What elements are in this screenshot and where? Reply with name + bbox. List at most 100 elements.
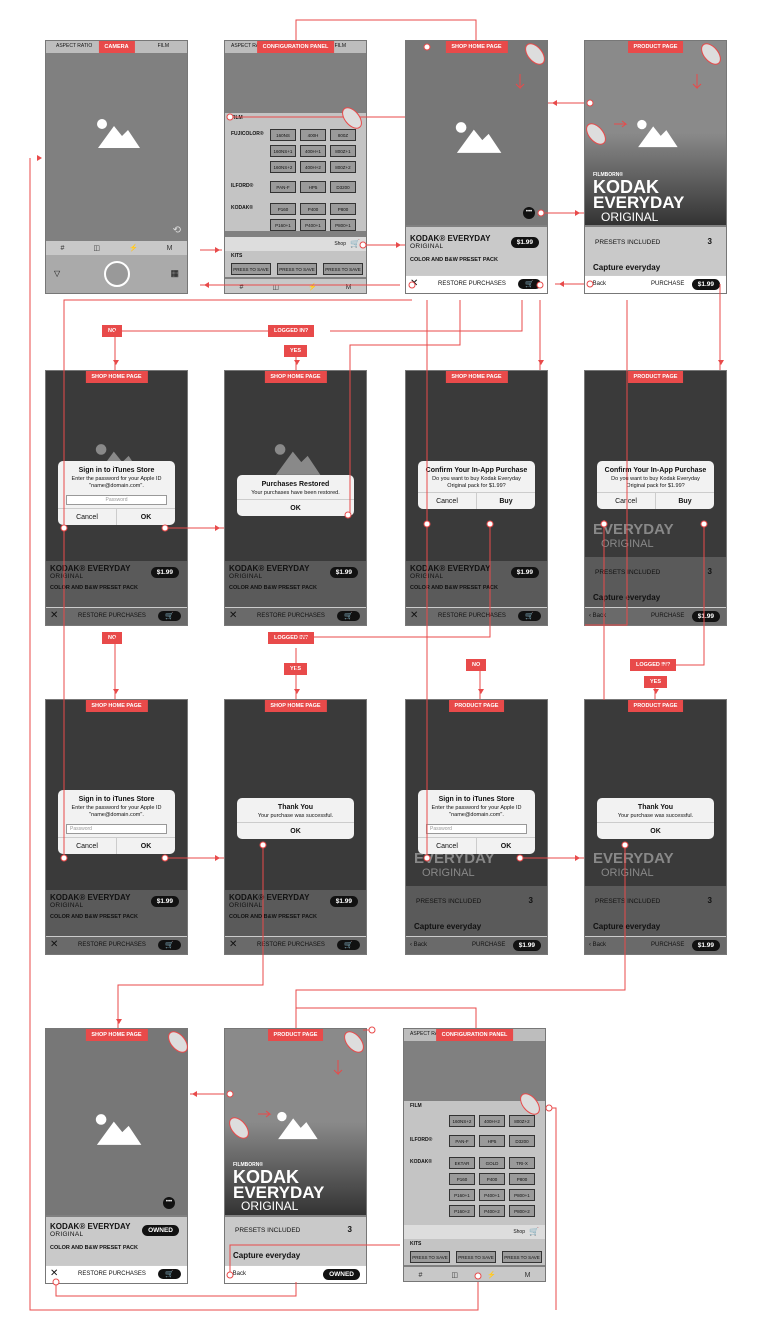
- cart-icon[interactable]: 🛒: [158, 611, 181, 621]
- buy-button[interactable]: Buy: [476, 493, 535, 510]
- restore-purchases-button[interactable]: RESTORE PURCHASES: [257, 942, 325, 948]
- preset-button[interactable]: P160+1: [270, 219, 296, 231]
- preset-button[interactable]: P400+2: [479, 1205, 505, 1217]
- preset-button[interactable]: 160NS+1: [270, 145, 296, 157]
- cancel-button[interactable]: Cancel: [615, 498, 637, 506]
- price-button[interactable]: $1.99: [329, 567, 358, 578]
- ok-button[interactable]: OK: [237, 499, 354, 516]
- price-button[interactable]: $1.99: [510, 567, 539, 578]
- crop-icon[interactable]: ◫: [93, 245, 100, 252]
- preset-button[interactable]: P800+2: [509, 1205, 535, 1217]
- close-icon[interactable]: ✕: [50, 1268, 59, 1279]
- preset-button[interactable]: 160NS+2: [449, 1115, 475, 1127]
- ok-button[interactable]: OK: [116, 509, 175, 526]
- cart-icon[interactable]: 🛒: [529, 1227, 539, 1236]
- restore-purchases-button[interactable]: RESTORE PURCHASES: [78, 942, 146, 948]
- mode-icon[interactable]: M: [524, 1271, 531, 1279]
- restore-purchases-button[interactable]: RESTORE PURCHASES: [78, 613, 146, 619]
- more-options-icon[interactable]: •••: [163, 1197, 175, 1209]
- close-icon[interactable]: ✕: [410, 610, 419, 621]
- price-button[interactable]: $1.99: [510, 237, 539, 248]
- preset-button[interactable]: 400H: [300, 129, 326, 141]
- cancel-button[interactable]: Cancel: [76, 514, 98, 522]
- mode-icon[interactable]: M: [345, 283, 352, 291]
- cancel-button[interactable]: Cancel: [436, 843, 458, 851]
- grid-icon[interactable]: #: [239, 283, 244, 291]
- preset-button[interactable]: 160NS+2: [270, 161, 296, 173]
- preset-button[interactable]: 800Z+2: [330, 161, 356, 173]
- back-button[interactable]: ‹ Back: [589, 613, 607, 619]
- purchase-price-button[interactable]: $1.99: [691, 279, 720, 290]
- preset-button[interactable]: GOLD: [479, 1157, 505, 1169]
- shop-link[interactable]: Shop: [334, 241, 346, 247]
- preset-button[interactable]: D3200: [509, 1135, 535, 1147]
- cart-icon[interactable]: 🛒: [518, 611, 541, 621]
- ok-button[interactable]: OK: [237, 822, 354, 839]
- crop-icon[interactable]: ◫: [272, 284, 279, 291]
- restore-purchases-button[interactable]: RESTORE PURCHASES: [438, 281, 506, 287]
- purchase-price-button[interactable]: $1.99: [512, 940, 541, 951]
- ok-button[interactable]: OK: [476, 838, 535, 855]
- crop-icon[interactable]: ◫: [451, 1272, 458, 1279]
- ok-button[interactable]: OK: [597, 822, 714, 839]
- price-button[interactable]: $1.99: [150, 896, 179, 907]
- preset-button[interactable]: P160: [449, 1173, 475, 1185]
- restore-purchases-button[interactable]: RESTORE PURCHASES: [78, 1271, 146, 1277]
- restore-purchases-button[interactable]: RESTORE PURCHASES: [257, 613, 325, 619]
- shop-link[interactable]: Shop: [513, 1229, 525, 1235]
- purchase-price-button[interactable]: $1.99: [691, 611, 720, 622]
- preset-button[interactable]: P800: [330, 203, 356, 215]
- cancel-button[interactable]: Cancel: [436, 498, 458, 506]
- cart-icon[interactable]: 🛒: [350, 239, 360, 248]
- cart-icon[interactable]: 🛒: [337, 940, 360, 950]
- preset-button[interactable]: 160NS: [270, 129, 296, 141]
- press-to-save-button[interactable]: PRESS TO SAVE: [323, 263, 363, 275]
- preset-button[interactable]: PAN-F: [270, 181, 296, 193]
- preset-button[interactable]: 800Z+2: [509, 1115, 535, 1127]
- password-field[interactable]: Password: [426, 824, 527, 835]
- cancel-button[interactable]: Cancel: [76, 843, 98, 851]
- flip-camera-icon[interactable]: ⟲: [172, 225, 181, 236]
- preset-button[interactable]: HP5: [300, 181, 326, 193]
- grid-icon[interactable]: #: [418, 1271, 423, 1279]
- preset-button[interactable]: P400+1: [300, 219, 326, 231]
- preset-button[interactable]: D3200: [330, 181, 356, 193]
- preset-button[interactable]: P160+2: [449, 1205, 475, 1217]
- film-label[interactable]: FILM: [157, 43, 169, 49]
- close-icon[interactable]: ✕: [410, 278, 419, 289]
- preset-button[interactable]: P800+1: [330, 219, 356, 231]
- cart-icon[interactable]: 🛒: [337, 611, 360, 621]
- shutter-button[interactable]: [104, 261, 130, 287]
- preset-button[interactable]: P160+1: [449, 1189, 475, 1201]
- cart-icon[interactable]: 🛒: [158, 940, 181, 950]
- press-to-save-button[interactable]: PRESS TO SAVE: [410, 1251, 450, 1263]
- mode-icon[interactable]: M: [166, 244, 173, 252]
- back-button[interactable]: ‹ Back: [410, 942, 428, 948]
- flash-icon[interactable]: ⚡: [128, 245, 138, 252]
- press-to-save-button[interactable]: PRESS TO SAVE: [231, 263, 271, 275]
- close-icon[interactable]: ✕: [50, 939, 59, 950]
- preset-button[interactable]: 800Z: [330, 129, 356, 141]
- preset-button[interactable]: 800Z+1: [330, 145, 356, 157]
- preset-button[interactable]: EKTAR: [449, 1157, 475, 1169]
- press-to-save-button[interactable]: PRESS TO SAVE: [502, 1251, 542, 1263]
- flash-icon[interactable]: ⚡: [307, 284, 317, 291]
- preset-button[interactable]: P400+1: [479, 1189, 505, 1201]
- back-button[interactable]: ‹ Back: [589, 281, 607, 287]
- flash-icon[interactable]: ⚡: [486, 1272, 496, 1279]
- back-button[interactable]: ‹ Back: [589, 942, 607, 948]
- price-button[interactable]: $1.99: [329, 896, 358, 907]
- preset-button[interactable]: 400H+2: [300, 161, 326, 173]
- password-field[interactable]: Password: [66, 824, 167, 835]
- buy-button[interactable]: Buy: [655, 493, 714, 510]
- aspect-ratio-label[interactable]: ASPECT RATIO: [231, 43, 268, 49]
- cart-icon[interactable]: 🛒: [518, 279, 541, 289]
- purchase-price-button[interactable]: $1.99: [691, 940, 720, 951]
- close-icon[interactable]: ✕: [229, 610, 238, 621]
- preset-button[interactable]: P800+1: [509, 1189, 535, 1201]
- preset-button[interactable]: P400: [479, 1173, 505, 1185]
- back-button[interactable]: ‹ Back: [229, 1271, 247, 1277]
- preset-button[interactable]: TRI-X: [509, 1157, 535, 1169]
- more-options-icon[interactable]: •••: [523, 207, 535, 219]
- cart-icon[interactable]: 🛒: [158, 1269, 181, 1279]
